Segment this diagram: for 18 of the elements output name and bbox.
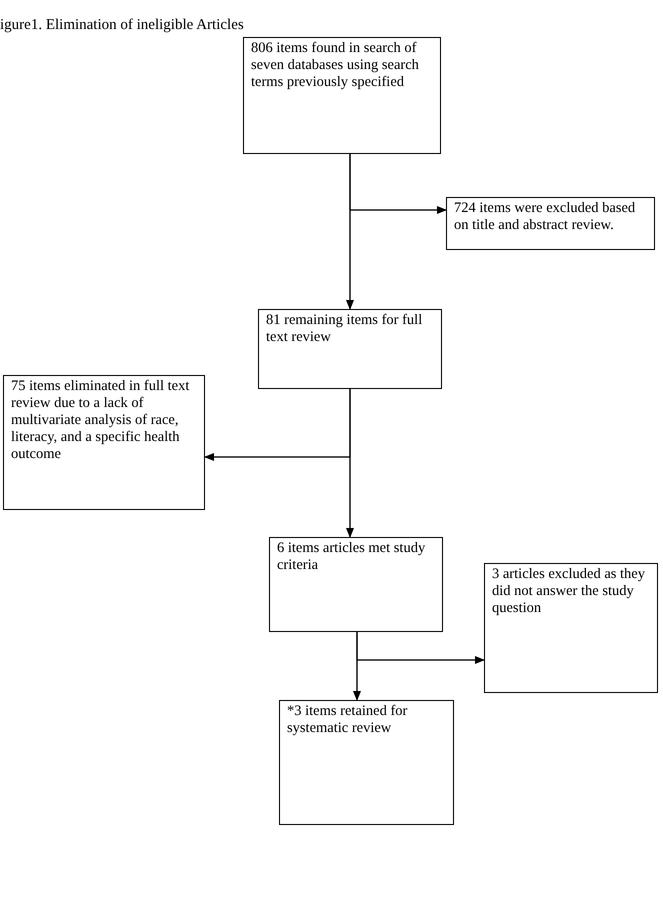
process-box	[258, 309, 442, 389]
process-box	[279, 700, 454, 825]
process-box	[243, 37, 441, 154]
box-text: 806 items found in search of seven databases using search terms previously specified	[251, 40, 420, 91]
process-box	[446, 197, 655, 250]
box-text: 3 articles excluded as they did not answer the study question	[492, 566, 646, 617]
process-box	[484, 563, 658, 693]
arrow	[204, 389, 351, 461]
figure-title: igure1. Elimination of ineligible Articles	[0, 16, 244, 35]
arrow	[356, 632, 485, 664]
box-text: *3 items retained for systematic review	[287, 703, 408, 737]
box-text: 6 items articles met study criteria	[277, 540, 426, 574]
process-box	[3, 375, 205, 510]
box-text: 724 items were excluded based on title and abstract review.	[454, 200, 636, 234]
box-text: 75 items eliminated in full text review due to a lack of multivariate analysis of race, literacy, and a specific health outcome	[11, 378, 190, 463]
arrow	[349, 154, 447, 214]
box-text: 81 remaining items for full text review	[266, 312, 424, 346]
process-box	[269, 537, 443, 632]
